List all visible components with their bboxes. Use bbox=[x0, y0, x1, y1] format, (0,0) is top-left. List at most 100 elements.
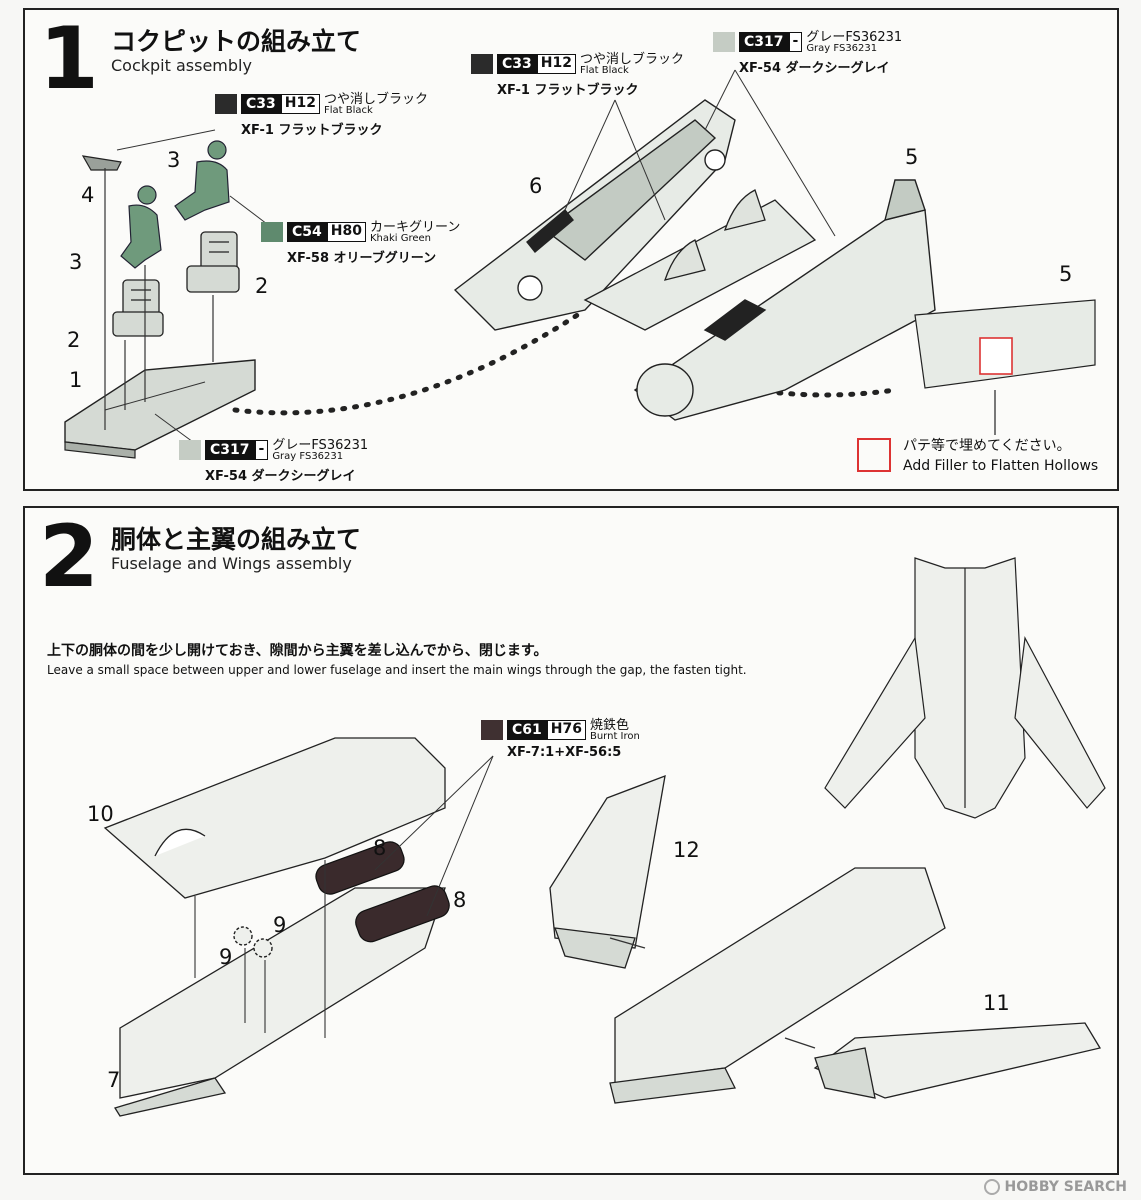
paint-name-en: Burnt Iron bbox=[589, 731, 640, 742]
part8-exhaust-nozzle-b bbox=[355, 885, 450, 943]
step1-diagram bbox=[64, 69, 1096, 459]
color-swatch bbox=[215, 94, 237, 114]
step2-diagram bbox=[103, 557, 1106, 1117]
part-label-2a: 2 bbox=[255, 274, 269, 298]
part7-lower-fuselage bbox=[113, 887, 446, 1117]
part-label-5b: 5 bbox=[1059, 262, 1073, 286]
part-label-2b: 2 bbox=[67, 328, 81, 352]
paint-callout-gray-2: C317 - グレーFS36231 Gray FS36231 XF-54 ダーク… bbox=[713, 30, 903, 76]
part3-pilot-left bbox=[120, 185, 162, 269]
paint-code-c: C33 bbox=[241, 94, 281, 114]
paint-xf: XF-1 フラットブラック bbox=[497, 83, 639, 98]
part-label-4: 4 bbox=[81, 183, 95, 207]
paint-callout-gray-1: C317 - グレーFS36231 Gray FS36231 XF-54 ダーク… bbox=[179, 438, 369, 484]
paint-xf: XF-54 ダークシーグレイ bbox=[739, 61, 890, 76]
part-label-1: 1 bbox=[69, 368, 83, 392]
paint-code-c: C61 bbox=[507, 720, 547, 740]
part-label-6: 6 bbox=[529, 174, 543, 198]
step1-panel: 1 コクピットの組み立て Cockpit assembly bbox=[23, 8, 1119, 491]
filler-note-en: Add Filler to Flatten Hollows bbox=[903, 458, 1099, 474]
paint-code-h: H80 bbox=[326, 222, 366, 242]
paint-code-c: C317 bbox=[739, 32, 789, 52]
instruction-jp: 上下の胴体の間を少し開けておき、隙間から主翼を差し込んでから、閉じます。 bbox=[47, 643, 548, 659]
paint-name-jp: カーキグリーン bbox=[369, 220, 461, 235]
paint-xf: XF-54 ダークシーグレイ bbox=[205, 469, 356, 484]
instruction-en: Leave a small space between upper and lo… bbox=[47, 663, 747, 677]
paint-name-jp: 焼鉄色 bbox=[589, 718, 629, 733]
color-swatch bbox=[713, 32, 735, 52]
paint-name-en: Gray FS36231 bbox=[272, 451, 344, 462]
paint-name-en: Flat Black bbox=[323, 105, 373, 116]
paint-xf: XF-7:1+XF-56:5 bbox=[507, 745, 622, 760]
filler-marker-box bbox=[857, 437, 891, 472]
paint-code-c: C317 bbox=[205, 440, 255, 460]
part-label-10: 10 bbox=[87, 802, 114, 826]
paint-xf: XF-58 オリーブグリーン bbox=[287, 251, 437, 266]
step1-title-jp: コクピットの組み立て bbox=[111, 27, 362, 56]
step2-panel: 2 胴体と主翼の組み立て Fuselage and Wings assembly… bbox=[23, 506, 1119, 1175]
part8-exhaust-nozzle-a bbox=[315, 841, 405, 895]
paint-code-h: H76 bbox=[546, 720, 586, 740]
paint-name-jp: グレーFS36231 bbox=[272, 438, 369, 453]
paint-callout-khaki-green: C54 H80 カーキグリーン Khaki Green XF-58 オリーブグリ… bbox=[261, 220, 461, 266]
aircraft-top-view bbox=[824, 557, 1106, 819]
color-swatch bbox=[481, 720, 503, 740]
part3-pilot-right bbox=[174, 140, 230, 221]
step2-instruction: 上下の胴体の間を少し開けておき、隙間から主翼を差し込んでから、閉じます。 Lea… bbox=[47, 640, 747, 677]
step2-title-en: Fuselage and Wings assembly bbox=[111, 554, 352, 573]
part-label-7: 7 bbox=[107, 1068, 121, 1092]
part-label-11: 11 bbox=[983, 991, 1010, 1015]
part-label-12: 12 bbox=[673, 838, 700, 862]
assembled-fuselage bbox=[609, 867, 946, 1104]
step1-title-en: Cockpit assembly bbox=[111, 56, 252, 75]
paint-callout-burnt-iron: C61 H76 焼鉄色 Burnt Iron XF-7:1+XF-56:5 bbox=[481, 718, 640, 760]
part9-gear-b bbox=[253, 938, 273, 958]
part-label-8a: 8 bbox=[373, 836, 387, 860]
paint-code-h: - bbox=[788, 32, 803, 52]
paint-name-jp: つや消しブラック bbox=[323, 92, 428, 107]
color-swatch bbox=[179, 440, 201, 460]
step1-number: 1 bbox=[39, 9, 99, 109]
filler-note: パテ等で埋めてください。 Add Filler to Flatten Hollo… bbox=[857, 435, 1098, 474]
part12-left-wing bbox=[549, 774, 666, 969]
part-label-3a: 3 bbox=[167, 148, 181, 172]
paint-code-h: H12 bbox=[280, 94, 320, 114]
part-label-5a: 5 bbox=[905, 145, 919, 169]
part-label-8b: 8 bbox=[453, 888, 467, 912]
color-swatch bbox=[471, 54, 493, 74]
part-label-9a: 9 bbox=[273, 913, 287, 937]
watermark-logo-icon bbox=[983, 1179, 1000, 1195]
part-label-9b: 9 bbox=[219, 945, 233, 969]
paint-code-h: H12 bbox=[536, 54, 576, 74]
part5-detail-view bbox=[914, 299, 1096, 435]
paint-callout-flat-black-1: C33 H12 つや消しブラック Flat Black XF-1 フラットブラッ… bbox=[215, 92, 428, 138]
paint-name-en: Khaki Green bbox=[369, 233, 432, 244]
part2-seat-right bbox=[186, 231, 240, 293]
paint-xf: XF-1 フラットブラック bbox=[241, 123, 383, 138]
part6-canopy-frame bbox=[453, 99, 736, 331]
part5-fuselage-nose bbox=[633, 179, 936, 421]
paint-name-jp: つや消しブラック bbox=[579, 52, 684, 67]
paint-code-h: - bbox=[254, 440, 269, 460]
paint-name-jp: グレーFS36231 bbox=[806, 30, 903, 45]
part10-upper-fuselage bbox=[103, 737, 446, 899]
paint-name-en: Gray FS36231 bbox=[806, 43, 878, 54]
part4-control-stick bbox=[81, 155, 122, 171]
part9-gear-a bbox=[233, 926, 253, 946]
part2-seat-left bbox=[112, 279, 164, 337]
watermark: HOBBY SEARCH bbox=[983, 1179, 1127, 1195]
part11-right-wing bbox=[813, 1022, 1102, 1099]
paint-name-en: Flat Black bbox=[579, 65, 629, 76]
part-label-3b: 3 bbox=[69, 250, 83, 274]
dotted-connector-left bbox=[232, 307, 588, 416]
step2-number: 2 bbox=[39, 507, 99, 607]
paint-code-c: C54 bbox=[287, 222, 327, 242]
cockpit-with-pilots bbox=[583, 189, 817, 331]
paint-code-c: C33 bbox=[497, 54, 537, 74]
filler-note-jp: パテ等で埋めてください。 bbox=[903, 438, 1071, 454]
color-swatch bbox=[261, 222, 283, 242]
part1-cockpit-tub bbox=[64, 359, 256, 451]
paint-callout-flat-black-2: C33 H12 つや消しブラック Flat Black XF-1 フラットブラッ… bbox=[471, 52, 684, 98]
step2-title-jp: 胴体と主翼の組み立て bbox=[111, 525, 362, 554]
watermark-text: HOBBY SEARCH bbox=[1004, 1179, 1127, 1195]
